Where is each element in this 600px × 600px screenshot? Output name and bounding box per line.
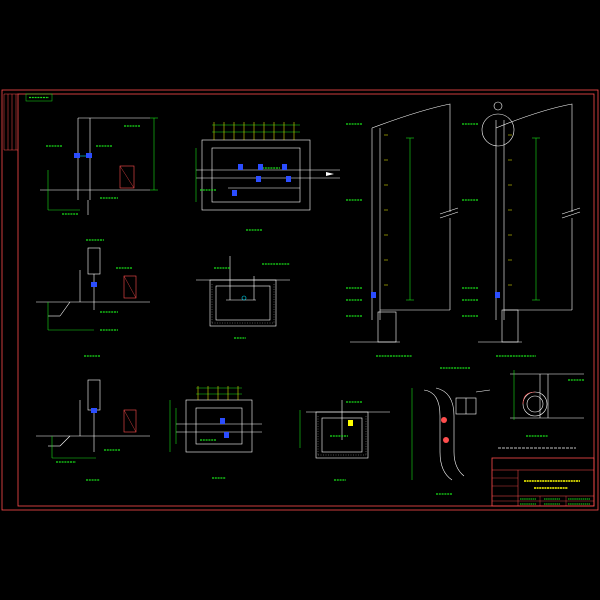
view-plan-top-left [40,117,158,241]
outer-border [1,89,599,511]
corner-tag-box [25,93,53,102]
binding-strip [3,93,18,151]
view-section-pit-lower [299,400,390,481]
view-plan-rectangle-lower [169,386,262,479]
view-plan-rectangle-top [195,122,340,231]
inner-frame [17,93,595,507]
view-elevation-tall-right [462,101,581,357]
view-detail-pipe-bend [411,367,491,495]
title-block [491,457,595,507]
view-section-lower-left [36,379,150,481]
view-elevation-tall-left [346,103,459,357]
view-section-mid-left [36,247,150,357]
view-section-pit-mid [196,256,290,339]
view-detail-clamp [498,370,584,449]
